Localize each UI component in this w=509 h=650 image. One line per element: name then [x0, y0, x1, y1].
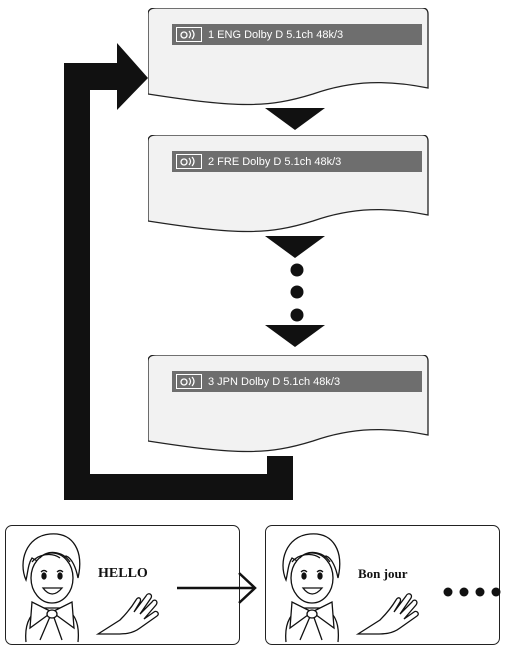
osd-screen-3: 3 JPN Dolby D 5.1ch 48k/3 [148, 355, 430, 457]
right-arrow [175, 568, 261, 608]
audio-icon [176, 27, 202, 42]
down-triangle-2 [265, 236, 325, 260]
osd-bar: 1 ENG Dolby D 5.1ch 48k/3 [172, 24, 422, 45]
audio-icon [176, 374, 202, 389]
down-triangle-1 [265, 108, 325, 132]
girl-illustration [12, 528, 92, 644]
osd-text: 2 FRE Dolby D 5.1ch 48k/3 [208, 156, 341, 168]
girl-illustration [272, 528, 352, 644]
osd-text: 1 ENG Dolby D 5.1ch 48k/3 [208, 29, 343, 41]
waving-hand-icon [350, 588, 420, 638]
osd-screen-2: 2 FRE Dolby D 5.1ch 48k/3 [148, 135, 430, 237]
osd-bar: 2 FRE Dolby D 5.1ch 48k/3 [172, 151, 422, 172]
waving-hand-icon [90, 588, 160, 638]
osd-bar: 3 JPN Dolby D 5.1ch 48k/3 [172, 371, 422, 392]
greeting-text: HELLO [98, 566, 148, 582]
greeting-text: Bon jour [358, 566, 407, 582]
audio-icon [176, 154, 202, 169]
osd-screen-1: 1 ENG Dolby D 5.1ch 48k/3 [148, 8, 430, 110]
down-triangle-3 [265, 325, 325, 349]
osd-text: 3 JPN Dolby D 5.1ch 48k/3 [208, 376, 340, 388]
ellipsis-dots [287, 260, 307, 330]
continuation-dots [442, 585, 504, 599]
